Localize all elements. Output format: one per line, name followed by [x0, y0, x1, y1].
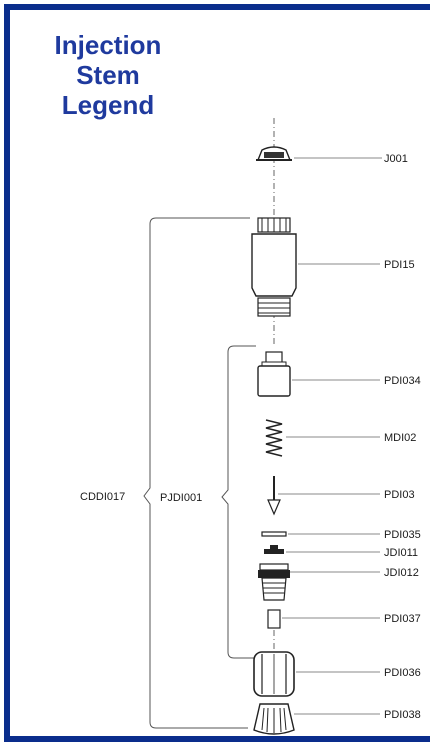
part-needle-pdi03 — [267, 476, 281, 516]
part-cap-j001 — [256, 146, 292, 161]
title-line-2: Stem — [76, 60, 140, 90]
part-valve-jdi012 — [258, 563, 290, 601]
outer-bracket — [143, 217, 248, 729]
label-outer-assembly: CDDI017 — [80, 491, 125, 503]
label-jdi012: JDI012 — [384, 567, 419, 579]
legend-title: Injection Stem Legend — [28, 30, 188, 120]
title-line-1: Injection — [54, 30, 162, 60]
label-pdi038: PDI038 — [384, 709, 421, 721]
label-pdi035: PDI035 — [384, 529, 421, 541]
part-nozzle-pdi038 — [253, 703, 295, 735]
label-pdi036: PDI036 — [384, 667, 421, 679]
label-jdi011: JDI011 — [384, 547, 418, 559]
label-pdi03: PDI03 — [384, 489, 415, 501]
part-body-pdi15 — [251, 217, 297, 317]
label-j001: J001 — [384, 153, 408, 165]
part-guide-pdi034 — [257, 351, 291, 397]
label-pdi037: PDI037 — [384, 613, 421, 625]
part-spring-mdi02 — [265, 419, 283, 457]
label-pdi034: PDI034 — [384, 375, 421, 387]
title-line-3: Legend — [61, 90, 155, 120]
part-oring-jdi011 — [264, 545, 284, 554]
inner-bracket — [221, 345, 258, 659]
label-pdi15: PDI15 — [384, 259, 415, 271]
part-nut-pdi036 — [253, 651, 295, 697]
label-mdi02: MDI02 — [384, 432, 416, 444]
label-inner-assembly: PJDI001 — [160, 492, 202, 504]
part-washer-pdi035 — [261, 531, 287, 537]
legend-frame — [4, 4, 430, 742]
part-tip-pdi037 — [267, 609, 281, 629]
